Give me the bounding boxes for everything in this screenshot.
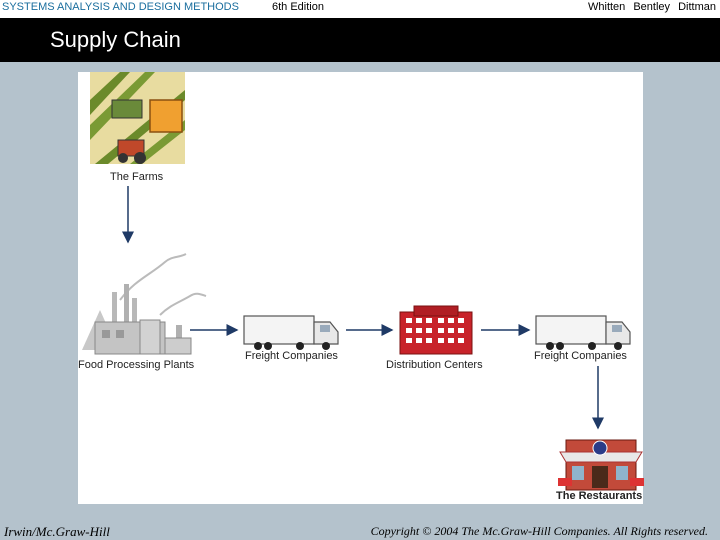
publisher: Irwin/Mc.Graw-Hill xyxy=(4,524,110,540)
copyright: Copyright © 2004 The Mc.Graw-Hill Compan… xyxy=(371,524,708,539)
node-label-farms: The Farms xyxy=(110,171,163,183)
node-label-freight-1: Freight Companies xyxy=(245,350,338,362)
truck-icon xyxy=(244,316,338,350)
node-label-distribution: Distribution Centers xyxy=(386,359,483,371)
warehouse-icon xyxy=(400,306,472,354)
farm-icon xyxy=(90,72,185,164)
node-label-plants: Food Processing Plants xyxy=(78,359,194,371)
factory-icon xyxy=(82,254,206,354)
truck-icon xyxy=(536,316,630,350)
flow-arrows xyxy=(128,186,598,428)
node-label-restaurants: The Restaurants xyxy=(556,490,642,502)
node-label-freight-2: Freight Companies xyxy=(534,350,627,362)
restaurant-icon xyxy=(558,440,644,490)
